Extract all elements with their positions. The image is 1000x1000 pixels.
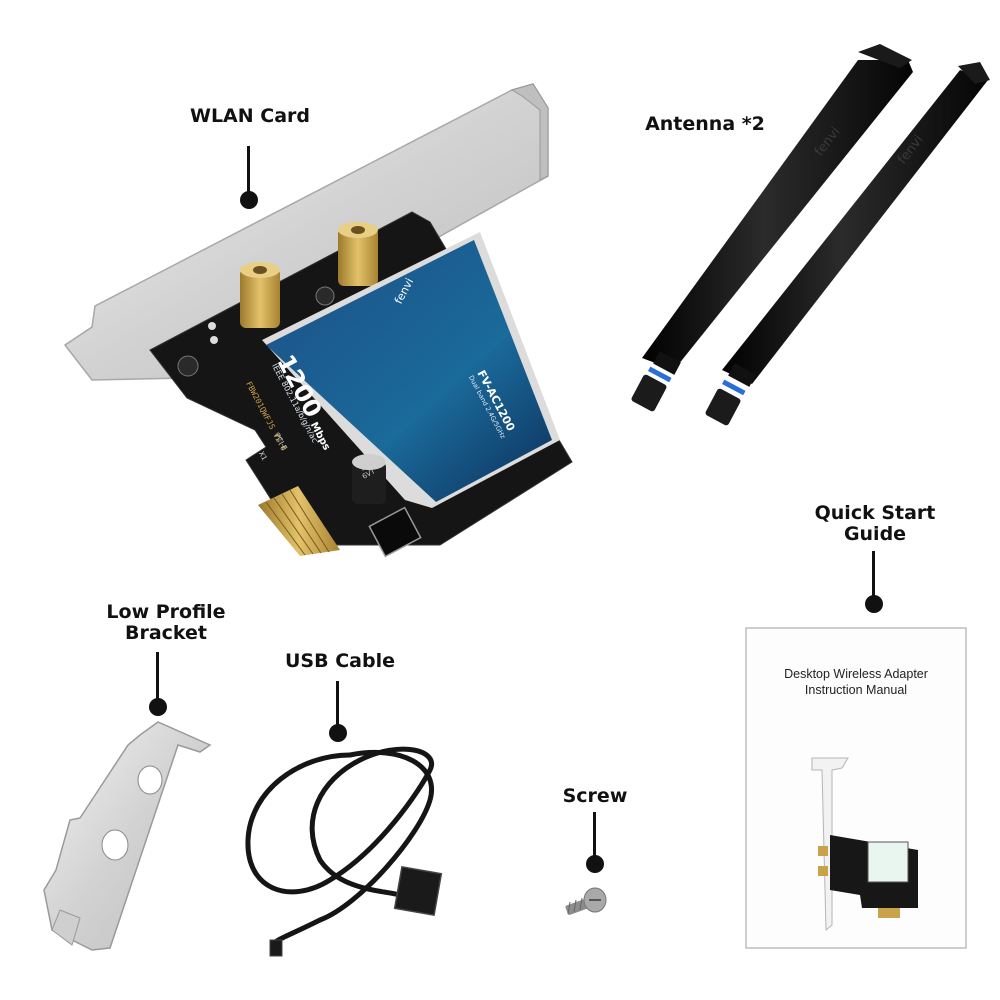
low-profile-pin-dot bbox=[149, 698, 167, 716]
capacitor: 220 bbox=[352, 454, 386, 504]
bracket-hole-top bbox=[137, 765, 163, 795]
usb-small-plug bbox=[269, 939, 283, 957]
usb-cable-label: USB Cable bbox=[285, 650, 395, 672]
gold-contacts bbox=[258, 486, 340, 556]
screw-label: Screw bbox=[562, 785, 628, 807]
antenna-right bbox=[705, 62, 990, 426]
quick-start-label-line2: Guide bbox=[843, 523, 907, 545]
wlan-card-pin-dot bbox=[240, 191, 258, 209]
antenna-label: Antenna *2 bbox=[645, 113, 765, 135]
low-profile-label-line1: Low Profile bbox=[106, 601, 226, 623]
wlan-card-label: WLAN Card bbox=[189, 105, 311, 127]
wlan-card-pin-line bbox=[247, 146, 250, 194]
screw-pin-line bbox=[593, 812, 596, 858]
low-profile-pin-line bbox=[156, 652, 159, 702]
screw-pin-dot bbox=[586, 855, 604, 873]
usb-cable-pin-dot bbox=[329, 724, 347, 742]
manual-title-line2: Instruction Manual bbox=[804, 683, 908, 697]
low-profile-bracket-label: Low Profile Bracket bbox=[96, 602, 236, 644]
led-1 bbox=[208, 322, 216, 330]
antenna-left bbox=[631, 44, 913, 412]
sma-connector-right bbox=[338, 222, 378, 286]
usb-header bbox=[368, 506, 422, 558]
quick-start-pin-dot bbox=[865, 595, 883, 613]
quick-start-guide-booklet bbox=[745, 627, 967, 949]
quick-start-label-line1: Quick Start bbox=[814, 502, 936, 524]
bracket-lip bbox=[510, 83, 549, 181]
bracket-hole-bottom bbox=[101, 829, 129, 861]
low-profile-label-line2: Bracket bbox=[124, 622, 208, 644]
bracket-screw-right bbox=[315, 286, 335, 306]
usb-header-plug bbox=[393, 865, 443, 917]
usb-cable-pin-line bbox=[336, 681, 339, 727]
wlan-card: 220 bbox=[63, 83, 573, 558]
quick-start-guide-label: Quick Start Guide bbox=[805, 503, 945, 545]
usb-cable bbox=[245, 746, 443, 957]
low-profile-bracket bbox=[43, 721, 212, 951]
contact-pins bbox=[265, 489, 330, 556]
manual-title-line1: Desktop Wireless Adapter bbox=[784, 667, 928, 681]
bracket-screw-left bbox=[177, 355, 199, 377]
screw bbox=[565, 887, 607, 915]
quick-start-pin-line bbox=[872, 551, 875, 599]
manual-title: Desktop Wireless Adapter Instruction Man… bbox=[748, 666, 964, 698]
sma-connector-left bbox=[240, 262, 280, 328]
led-2 bbox=[210, 336, 218, 344]
wifi-module-label bbox=[266, 240, 552, 502]
